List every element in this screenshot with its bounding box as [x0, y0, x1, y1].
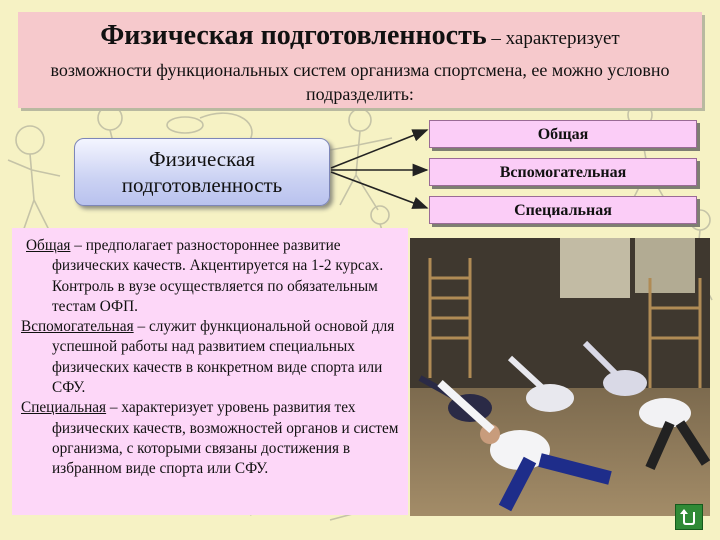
description-special-text: – характеризует уровень развития тех физ…	[52, 399, 399, 478]
title-subtext: возможности функциональных систем органи…	[50, 60, 670, 104]
title-continuation: – характеризует	[486, 28, 620, 49]
category-special: Специальная	[429, 196, 697, 224]
concept-line-1: Физическая	[149, 147, 255, 171]
term-auxiliary: Вспомогательная	[21, 318, 134, 336]
concept-box: Физическая подготовленность	[74, 138, 330, 206]
title-line: Физическая подготовленность – характериз…	[18, 18, 702, 58]
description-panel: Общая – предполагает разностороннее разв…	[12, 228, 408, 515]
gym-class-photo	[410, 238, 710, 516]
description-auxiliary-text: – служит функциональной основой для успе…	[52, 318, 395, 397]
concept-line-2: подготовленность	[121, 173, 283, 197]
term-general: Общая	[26, 237, 71, 254]
description-general-text: – предполагает разностороннее развитие ф…	[52, 237, 384, 315]
title-box: Физическая подготовленность – характериз…	[18, 12, 702, 108]
gym-photo-illustration	[410, 238, 710, 516]
category-auxiliary: Вспомогательная	[429, 158, 697, 186]
description-auxiliary: Вспомогательная – служит функциональной …	[18, 317, 402, 398]
term-special: Специальная	[21, 399, 107, 417]
return-button[interactable]	[675, 504, 703, 530]
category-general: Общая	[429, 120, 697, 148]
description-special: Специальная – характеризует уровень разв…	[18, 398, 402, 479]
page-title: Физическая подготовленность	[100, 20, 487, 51]
return-arrow-icon	[680, 509, 695, 525]
description-general: Общая – предполагает разностороннее разв…	[18, 236, 402, 317]
